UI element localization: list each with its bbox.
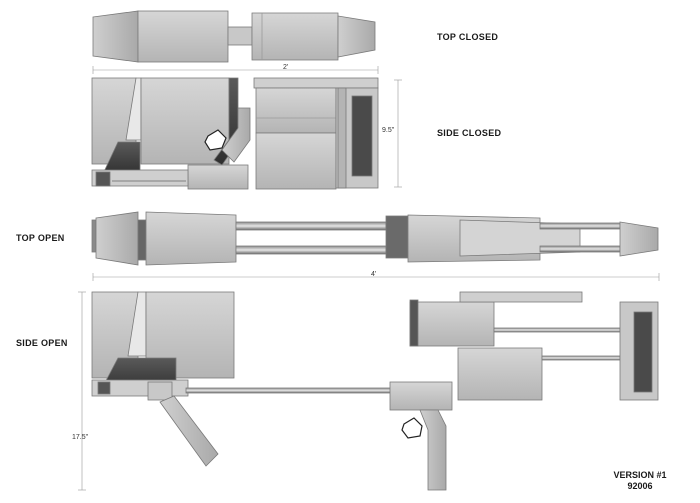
label-top-closed: TOP CLOSED [437,32,499,42]
trigger-guard-open [401,417,423,439]
front-rail-lower [539,245,621,253]
dimension-closed-length [92,66,379,74]
version-block: VERSION #1 92006 [608,470,672,492]
dim-closed-length: 2' [283,64,289,71]
drop-arm [419,409,447,491]
front-rail-upper [539,222,621,230]
upper-rod-open [493,327,621,333]
dimension-open-length [92,273,660,281]
side-open-view [91,291,659,491]
dim-open-length: 4' [371,271,377,278]
rail-lower [235,245,387,255]
front-nose [619,221,659,257]
front-housing [251,12,339,61]
dim-closed-height: 9.5" [382,127,395,134]
bottom-rail [91,169,189,187]
long-rod [185,387,393,394]
frame-window [351,95,373,177]
lower-box [255,132,337,190]
lower-box-open [457,347,543,401]
rear-body [145,211,237,266]
rail-upper [235,221,387,231]
angled-arm [221,107,251,163]
front-window-open [633,311,653,393]
dim-open-height: 17.5" [72,434,89,441]
magazine-top [253,77,379,89]
hinge-block [147,381,173,401]
side-closed-view [91,77,379,190]
dimension-closed-height [394,79,402,188]
label-top-open: TOP OPEN [16,233,65,243]
lower-rod-open [541,355,621,361]
label-side-closed: SIDE CLOSED [437,128,502,138]
version-label: VERSION #1 [613,470,667,480]
rear-cap [92,10,139,63]
receiver-block [389,381,453,411]
rear-housing [137,10,229,63]
upper-box [255,87,337,134]
version-number: 92006 [627,481,653,491]
center-joint [227,26,253,46]
magazine-top-open [459,291,583,303]
label-side-open: SIDE OPEN [16,338,68,348]
dimension-open-height [78,291,86,491]
main-block [140,77,230,165]
folding-stock [159,395,219,467]
front-cap [337,15,376,58]
top-open-view [91,211,659,266]
upper-box-open [409,301,495,347]
lower-block [187,164,249,190]
rear-end-cap [91,219,97,253]
top-closed-view [92,10,376,63]
trigger-guard [204,129,227,151]
rear-taper [95,211,139,266]
